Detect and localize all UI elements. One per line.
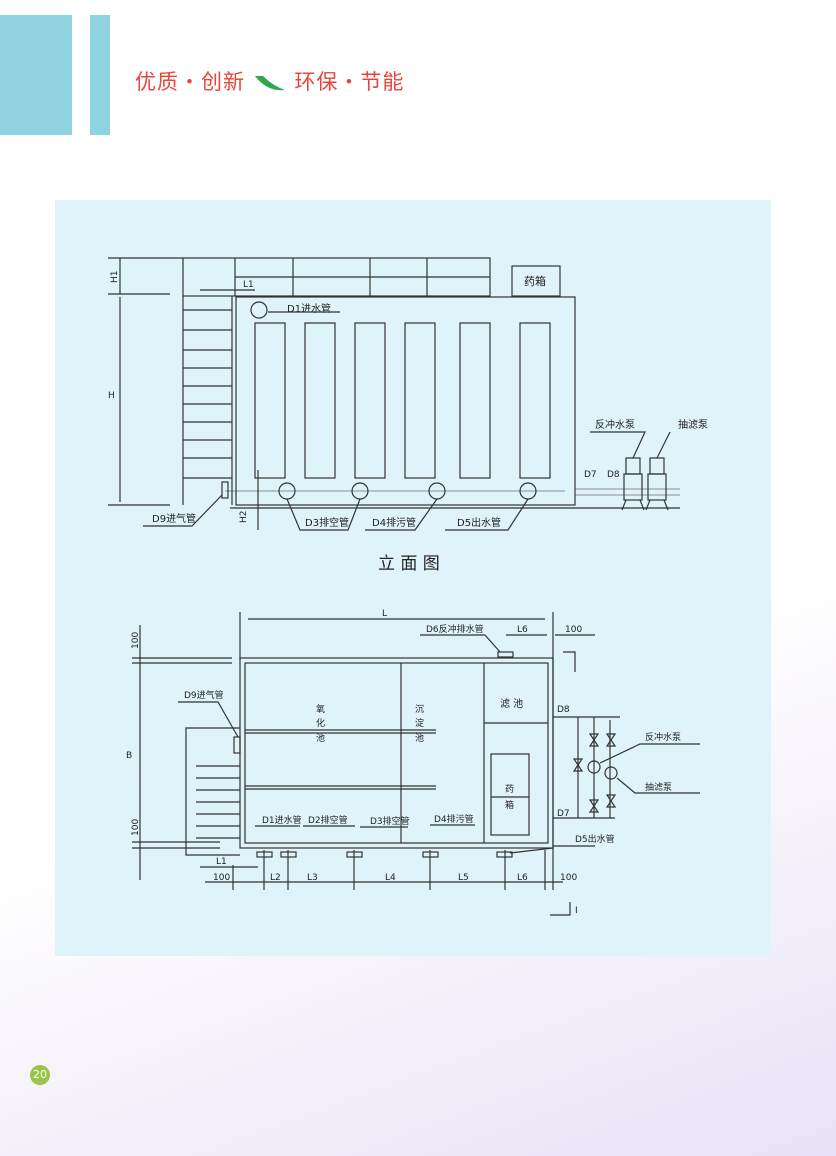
label-d4: D4排污管 — [372, 516, 416, 529]
label-filter: 滤 池 — [500, 697, 523, 710]
decor-bar — [90, 15, 110, 135]
dim-l1: L1 — [243, 280, 254, 290]
dim-l6-top: L6 — [517, 625, 528, 635]
section-mark: I — [575, 906, 578, 916]
dim-100-left-bottom: 100 — [131, 819, 141, 836]
plan-stairs — [185, 727, 240, 856]
label-d3: D3排空管 — [370, 815, 410, 827]
decor-bar — [0, 15, 72, 135]
pipe-manifold — [553, 716, 620, 819]
label-d1-inlet: D1进水管 — [287, 302, 331, 315]
label-d9-air: D9进气管 — [184, 689, 224, 701]
tank-body — [235, 296, 576, 506]
dim-l1: L1 — [216, 857, 227, 867]
leaf-icon — [254, 76, 285, 91]
label-medicine: 药 — [505, 784, 514, 795]
label-oxidation: 池 — [316, 732, 325, 744]
dim-100-bottom-right: 100 — [560, 873, 577, 883]
dim-l5: L5 — [458, 873, 469, 883]
backwash-pump — [621, 457, 645, 511]
label-medicine: 箱 — [505, 799, 514, 811]
dim-h: H — [108, 391, 115, 401]
dim-l3: L3 — [307, 873, 318, 883]
label-sedimentation: 池 — [415, 732, 424, 744]
medicine-tank — [490, 753, 530, 836]
backwash-pump-symbol — [587, 760, 601, 774]
inlet-pipe — [250, 301, 268, 319]
suction-pump-symbol — [604, 766, 618, 780]
dim-b: B — [126, 751, 132, 761]
dim-100-bottom-left: 100 — [213, 873, 230, 883]
label-d3: D3排空管 — [305, 516, 349, 529]
label-d2: D2排空管 — [308, 814, 348, 826]
dim-l2: L2 — [270, 873, 281, 883]
label-d1: D1进水管 — [262, 814, 302, 826]
label-d9-air: D9进气管 — [152, 512, 196, 525]
dim-100-left: 100 — [131, 632, 141, 649]
label-d5: D5出水管 — [575, 833, 615, 845]
dim-l4: L4 — [385, 873, 396, 883]
elevation-view: 药箱 H1 H H2 L1 D1进水管 D9进气管 D3排空管 D4排污管 D5… — [108, 257, 708, 574]
label-sedimentation: 沉 — [415, 704, 424, 715]
slogan-right: 环保・节能 — [294, 70, 405, 94]
label-suction-pump: 抽滤泵 — [678, 418, 708, 431]
label-d5: D5出水管 — [457, 516, 501, 529]
dim-h2: H2 — [239, 511, 249, 524]
stairs — [182, 296, 233, 505]
label-sedimentation: 淀 — [415, 717, 424, 729]
label-d4: D4排污管 — [434, 813, 474, 825]
label-d8: D8 — [557, 705, 570, 715]
slogan-left: 优质・创新 — [135, 70, 245, 94]
elevation-title: 立 面 图 — [378, 554, 440, 574]
dim-h1: H1 — [110, 271, 120, 284]
suction-pump — [645, 457, 669, 511]
filter-panels — [254, 322, 551, 479]
label-backwash-pump: 反冲水泵 — [645, 731, 681, 743]
label-oxidation: 化 — [316, 717, 325, 729]
slogan: 优质・创新 环保・节能 — [135, 66, 404, 96]
dim-100-top: 100 — [565, 625, 582, 635]
label-suction-pump: 抽滤泵 — [645, 781, 672, 793]
medicine-box-label: 药箱 — [524, 274, 546, 288]
dim-l: L — [382, 609, 387, 619]
label-backwash-pump: 反冲水泵 — [595, 418, 635, 431]
label-d7: D7 — [557, 809, 570, 819]
plan-view: L D6反冲排水管 L6 100 氧 化 池 沉 淀 池 滤 池 药 箱 — [126, 609, 700, 916]
label-d6: D6反冲排水管 — [426, 623, 484, 635]
page-number: 20 — [30, 1065, 50, 1085]
diagram-panel — [55, 200, 771, 956]
medicine-box — [511, 265, 561, 297]
label-d8: D8 — [607, 470, 620, 480]
label-oxidation: 氧 — [316, 703, 325, 715]
dim-l6: L6 — [517, 873, 528, 883]
label-d7: D7 — [584, 470, 597, 480]
